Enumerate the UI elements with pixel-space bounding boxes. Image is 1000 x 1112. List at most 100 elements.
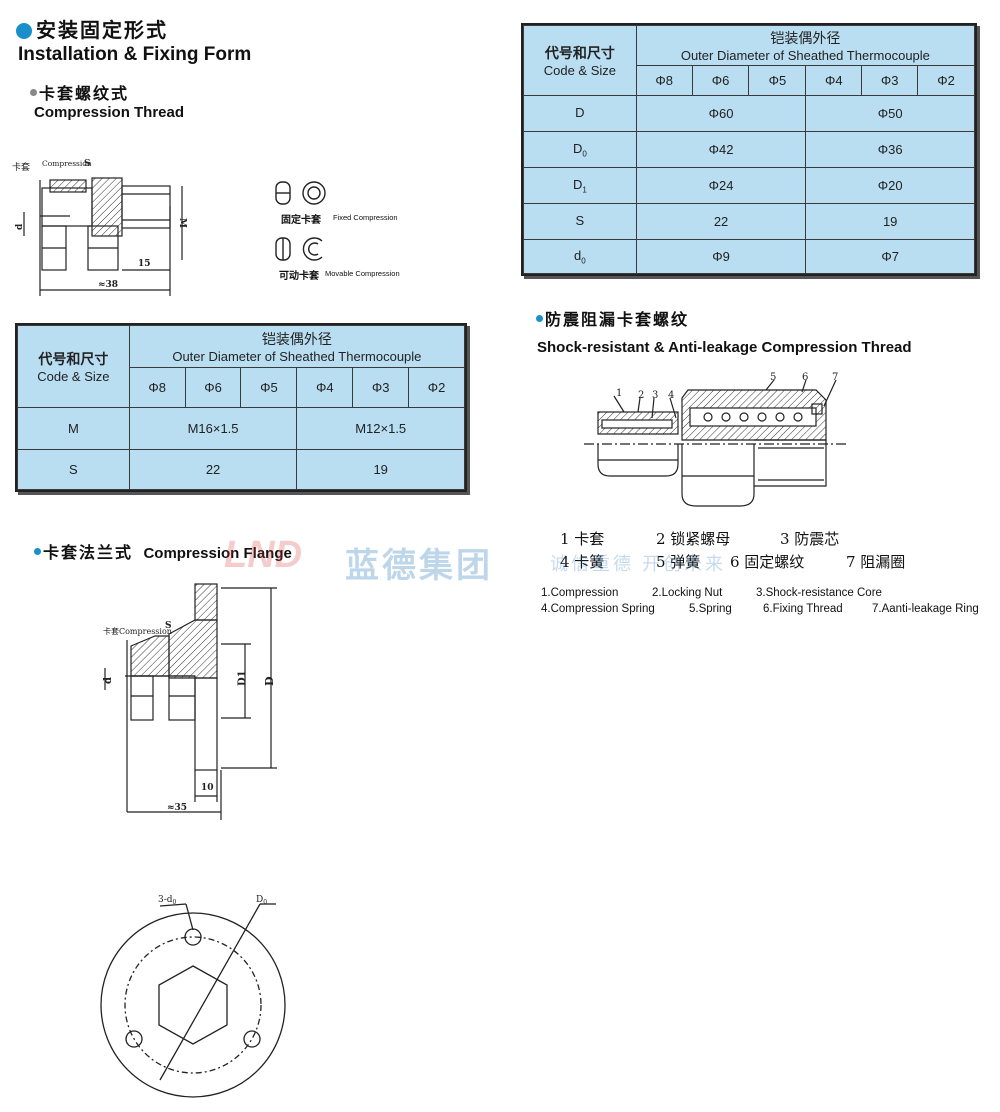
- bullet-dot-icon: [34, 548, 41, 555]
- legend-item: 6 固定螺纹: [730, 553, 805, 571]
- legend-item: 7 阻漏圈: [846, 553, 906, 571]
- row-label: M: [17, 407, 130, 450]
- flange-side-drawing: 卡套Compression S d D1 D 10 ≈35: [103, 583, 277, 820]
- diameter-cell: Φ3: [352, 367, 410, 408]
- legend-en-item: 7.Aanti-leakage Ring: [872, 603, 979, 615]
- value-cell: M16×1.5: [128, 407, 298, 450]
- value-cell: 19: [296, 449, 465, 490]
- value-cell: 19: [805, 203, 975, 240]
- bolt-circle: [124, 936, 262, 1074]
- diameter-cell: Φ8: [635, 65, 693, 96]
- table-row: D1 Φ24 Φ20: [523, 167, 975, 204]
- callout-3: 3: [652, 390, 658, 401]
- diameter-header: 铠装偶外径 Outer Diameter of Sheathed Thermoc…: [635, 25, 976, 66]
- diameter-cell: Φ2: [917, 65, 975, 96]
- row-label: S: [523, 203, 637, 240]
- bolt-hole-icon: [243, 1030, 261, 1048]
- dim-38-label: ≈38: [98, 280, 118, 290]
- dim-15-label: 15: [138, 259, 151, 269]
- value-cell: 22: [128, 449, 298, 490]
- legend-en-item: 4.Compression Spring: [541, 603, 655, 615]
- flange-s-label: S: [165, 621, 172, 631]
- value-cell: 22: [635, 203, 807, 240]
- compression-thread-drawing: 卡套 Compression S d M 15 ≈38: [12, 159, 187, 296]
- bullet-dot-icon: [16, 23, 32, 39]
- legend-en-item: 1.Compression: [541, 587, 619, 599]
- watermark-name: 蓝德集团: [345, 547, 493, 585]
- legend-en-item: 6.Fixing Thread: [763, 603, 843, 615]
- fixed-ferrule-ring-icon: [302, 181, 326, 205]
- legend-item: 5 弹簧: [656, 553, 701, 571]
- row-label: d0: [523, 239, 637, 274]
- code-size-header: 代号和尺寸 Code & Size: [17, 325, 130, 408]
- value-cell: Φ7: [805, 239, 975, 274]
- callout-2: 2: [638, 390, 644, 401]
- spec-table-flange: 代号和尺寸 Code & Size 铠装偶外径 Outer Diameter o…: [521, 23, 977, 276]
- flange-title: 卡套法兰式 Compression Flange: [34, 539, 292, 563]
- table-row: S 22 19: [17, 449, 465, 490]
- table-row: S 22 19: [523, 203, 975, 240]
- diameter-cell: Φ6: [691, 65, 750, 96]
- bullet-dot-icon: [536, 315, 543, 322]
- value-cell: Φ50: [805, 95, 975, 132]
- value-cell: Φ24: [635, 167, 807, 204]
- callout-6: 6: [802, 372, 808, 383]
- holes-label: 3-d0: [158, 895, 177, 906]
- movable-ferrule-ring-icon: [302, 237, 323, 261]
- flange-dim-35-label: ≈35: [167, 803, 187, 813]
- row-label: D: [523, 95, 637, 132]
- diameter-cell: Φ5: [240, 367, 298, 408]
- flange-d-label: d: [103, 677, 114, 684]
- diameter-cell: Φ5: [748, 65, 807, 96]
- m-label: M: [177, 218, 187, 228]
- shock-title-en: Shock-resistant & Anti-leakage Compressi…: [537, 339, 912, 356]
- flange-front-drawing: 3-d0 D0: [100, 895, 286, 1098]
- flange-ferrule-label: 卡套Compression: [103, 626, 172, 636]
- d-label: d: [15, 223, 25, 230]
- watermark-logo: LND: [224, 534, 303, 576]
- row-label: D0: [523, 131, 637, 168]
- callout-5: 5: [770, 372, 776, 383]
- legend-en-item: 2.Locking Nut: [652, 587, 723, 599]
- fixed-compression-en: Fixed Compression: [333, 213, 398, 222]
- ferrule-label-cn: 卡套: [12, 161, 30, 173]
- watermark-slogan: 诚信重德 开创未来: [550, 554, 727, 574]
- flange-D-label: D: [263, 676, 276, 686]
- bullet-dot-icon: [30, 89, 37, 96]
- value-cell: Φ42: [635, 131, 807, 168]
- legend-item: 4 卡簧: [560, 553, 605, 571]
- legend-item: 3 防震芯: [780, 530, 840, 548]
- diameter-cell: Φ8: [128, 367, 186, 408]
- callout-4: 4: [668, 390, 674, 401]
- flange-dim-10-label: 10: [201, 783, 214, 793]
- value-cell: Φ36: [805, 131, 975, 168]
- value-cell: Φ9: [635, 239, 807, 274]
- hex-nut-icon: [158, 965, 228, 1045]
- diameter-cell: Φ4: [805, 65, 863, 96]
- value-cell: M12×1.5: [296, 407, 465, 450]
- diameter-cell: Φ2: [408, 367, 465, 408]
- legend-item: 2 锁紧螺母: [656, 530, 731, 548]
- section-title-en: Installation & Fixing Form: [18, 44, 252, 65]
- callout-7: 7: [832, 372, 838, 383]
- diameter-cell: Φ3: [861, 65, 919, 96]
- spec-table-thread: 代号和尺寸 Code & Size 铠装偶外径 Outer Diameter o…: [15, 323, 467, 492]
- flange-d1-label: D1: [237, 670, 248, 686]
- movable-compression-en: Movable Compression: [325, 269, 400, 278]
- legend-en-item: 5.Spring: [689, 603, 732, 615]
- legend-item: 1 卡套: [560, 530, 605, 548]
- movable-compression-cn: 可动卡套: [279, 271, 319, 282]
- diameter-header: 铠装偶外径 Outer Diameter of Sheathed Thermoc…: [128, 325, 466, 368]
- value-cell: Φ60: [635, 95, 807, 132]
- table-row: D Φ60 Φ50: [523, 95, 975, 132]
- fixed-compression-cn: 固定卡套: [281, 215, 321, 226]
- bolt-hole-icon: [125, 1030, 143, 1048]
- table-row: M M16×1.5 M12×1.5: [17, 407, 465, 450]
- ferrule-icons: [275, 181, 326, 261]
- legend-en-item: 3.Shock-resistance Core: [756, 587, 882, 599]
- compression-thread-title-en: Compression Thread: [34, 104, 185, 121]
- table-row: d0 Φ9 Φ7: [523, 239, 975, 274]
- row-label: S: [17, 449, 130, 490]
- ferrule-label-en: Compression: [42, 159, 92, 168]
- shock-resistant-drawing: 1 2 3 4 5 6 7: [584, 372, 846, 507]
